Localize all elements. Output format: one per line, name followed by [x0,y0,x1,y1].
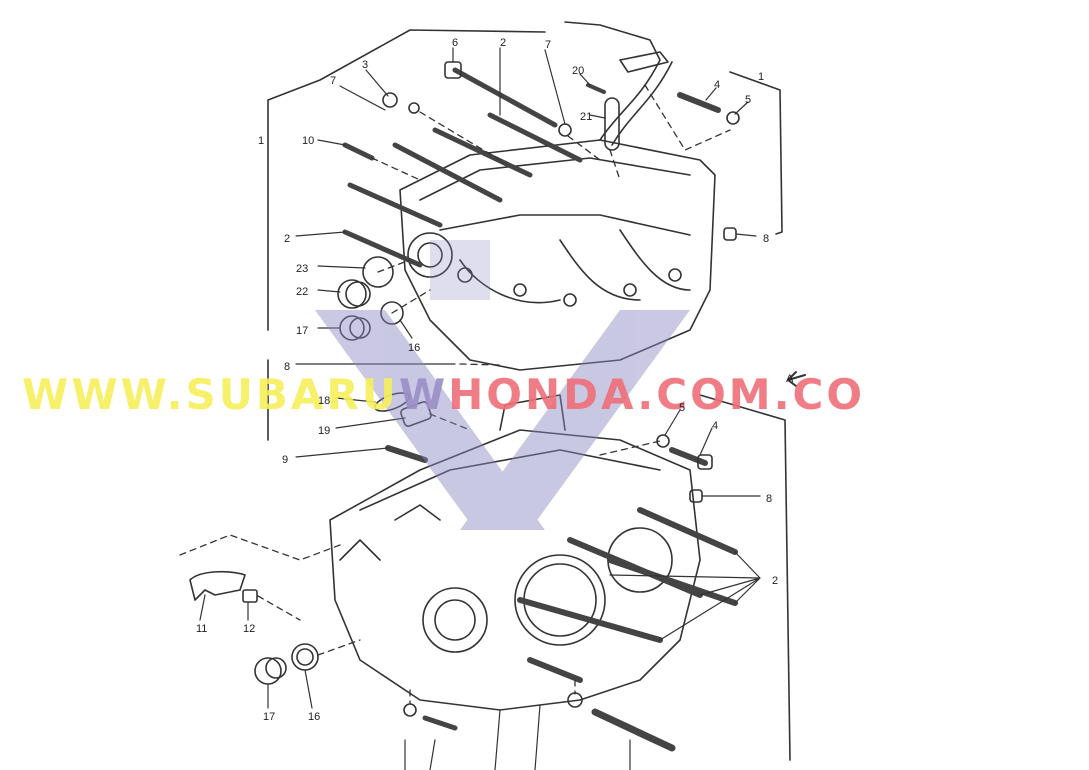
callout-9: 9 [282,454,289,466]
callout-7-top: 7 [545,39,552,51]
callout-4-top: 4 [714,79,721,91]
callout-11: 11 [196,623,208,635]
callout-10: 10 [302,135,315,147]
callout-21: 21 [580,111,593,123]
callout-3: 3 [362,59,369,71]
watermark-w: W [398,370,449,419]
callout-2-lower: 2 [772,575,779,587]
callout-20: 20 [572,65,585,77]
watermark-text: WWW.SUBARUWHONDA.COM.CO [22,374,865,416]
callout-18: 18 [318,395,331,407]
callout-2-left: 2 [284,233,291,245]
callout-8-mid: 8 [284,361,291,373]
callout-12: 12 [243,623,256,635]
callout-1-left: 1 [258,135,265,147]
callout-6-top: 6 [452,37,459,49]
callout-5-top: 5 [745,94,752,106]
callout-2-top: 2 [500,37,507,49]
watermark-honda: HONDA.COM.CO [448,370,866,419]
callout-8-lower: 8 [766,493,773,505]
callout-23: 23 [296,263,309,275]
callout-19: 19 [318,425,331,437]
callout-16-upper: 16 [408,342,421,354]
callout-17-lower: 17 [263,711,276,723]
callout-7-left: 7 [330,75,337,87]
callout-8-right: 8 [763,233,770,245]
callout-17-upper: 17 [296,325,309,337]
watermark-subaru: WWW.SUBARU [22,370,399,419]
callout-16-lower: 16 [308,711,321,723]
callout-5-lower: 5 [679,402,686,414]
callout-1-topright: 1 [758,71,765,83]
callout-4-lower: 4 [712,420,719,432]
callout-A-arrow: A [786,373,794,385]
callout-22: 22 [296,286,309,298]
